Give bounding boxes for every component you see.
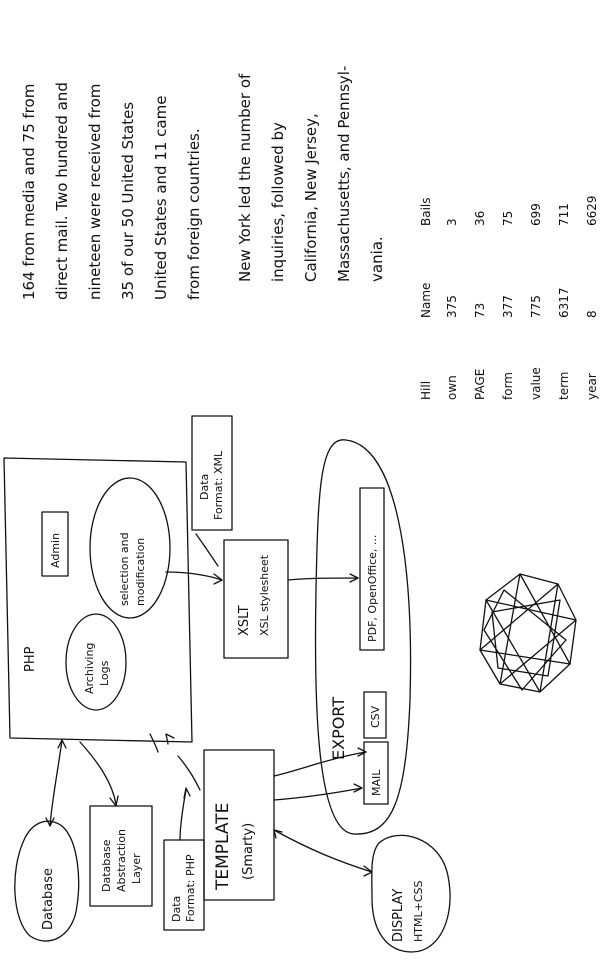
data-format-php-line-2: Format: PHP [184,854,197,922]
svg-text:164 from media and 75 from: 164 from media and 75 from direct mail. … [20,77,203,300]
export-label: EXPORT [329,697,348,760]
svg-text:Database Abstraction: Database Abstraction Layer [100,826,143,892]
selection-label-line-1: selection and [118,532,131,606]
dal-label-line-2: Abstraction [115,829,128,892]
table-cell-5-1: 8 [585,310,599,318]
csv-label: CSV [369,705,382,728]
svg-text:XSLT XSL stylesheet: XSLT XSL stylesheet [237,554,271,636]
scribble-doodle [479,573,577,693]
svg-text:DISPLAY HTML+CSS: DISPLAY HTML+CSS [391,881,425,942]
dal-label-line-3: Layer [130,853,143,884]
php-region [3,457,193,743]
display-label-line-2: HTML+CSS [412,881,425,942]
table-cell-2-2: 75 [501,211,515,226]
data-format-xml-line-2: Format: XML [212,450,225,520]
table-header-0: Hill [419,381,433,400]
table-cell-3-2: 699 [529,203,543,226]
pdf-box: PDF, OpenOffice, ... [359,487,385,651]
svg-text:TEMPLATE (Smarty): TEMPLATE (Smarty) [213,799,256,891]
display-label-line-1: DISPLAY [391,889,406,942]
template-label-line-1: TEMPLATE [213,803,233,891]
table-cell-4-2: 711 [557,203,571,226]
template-label-line-2: (Smarty) [241,823,256,880]
selection-label-line-2: modification [134,538,147,606]
dal-label-line-1: Database [100,839,113,892]
note1-line-3: nineteen were received from [86,84,104,300]
note1-line-4: 35 of our 50 United States [119,102,137,300]
data-format-php-line-1: Data [170,896,183,922]
table-cell-5-0: year [585,373,599,400]
database-label: Database [41,868,56,930]
data-format-xml-line-1: Data [198,474,211,500]
svg-text:selection and modificati: selection and modification [118,529,147,606]
table-cell-1-0: PAGE [473,369,487,400]
table-cell-4-0: term [557,372,571,401]
pdf-label: PDF, OpenOffice, ... [366,535,379,642]
archiving-label-line-1: Archiving [83,643,96,694]
note2-line-4: Massachusetts, and Pennsyl- [335,66,353,282]
php-label: PHP [23,646,38,672]
csv-box: CSV [363,691,387,739]
note2-line-1: New York led the number of [236,73,254,282]
admin-box: Admin [41,511,69,577]
table-cell-0-0: own [445,375,459,400]
svg-text:Data Format: XML: Data Format: XML [198,450,225,520]
table-cell-3-1: 775 [529,295,543,318]
note2-line-5: vania. [368,236,386,282]
xslt-label-line-2: XSL stylesheet [258,554,271,636]
xslt-box: XSLT XSL stylesheet [223,539,289,659]
database-abstraction-layer-box: Database Abstraction Layer [89,805,153,907]
table-cell-1-2: 36 [473,211,487,226]
database-node: Database [14,820,80,942]
table-cell-0-2: 3 [445,218,459,226]
table-cell-4-1: 6317 [557,287,571,318]
note2-line-3: California, New Jersey, [302,113,320,282]
table-header-2: Bails [419,197,433,226]
xslt-label-line-1: XSLT [237,605,252,636]
table-header-1: Name [419,283,433,318]
table-cell-2-0: form [501,372,515,400]
note1-line-5: United States and 11 came [152,96,170,300]
table-cell-2-1: 377 [501,295,515,318]
display-node: DISPLAY HTML+CSS [371,834,451,953]
table-cell-0-1: 375 [445,295,459,318]
archiving-logs-node: Archiving Logs [65,613,127,711]
data-format-php-box: Data Format: PHP [163,839,205,931]
data-format-xml-box: Data Format: XML [191,415,233,531]
table-cell-3-0: value [529,367,543,400]
template-box: TEMPLATE (Smarty) [203,749,275,901]
notes-paragraph-2: New York led the number of inquiries, fo… [236,61,386,282]
note1-line-2: direct mail. Two hundred and [53,82,71,300]
mail-box: MAIL [363,741,389,805]
selection-modification-node: selection and modification [89,477,171,619]
svg-text:Data Format: PHP: Data Format: PHP [170,854,197,922]
table-cell-1-1: 73 [473,303,487,318]
svg-text:New York led the number of: New York led the number of inquiries, fo… [236,61,386,282]
note1-line-6: from foreign countries. [185,128,203,300]
note2-line-2: inquiries, followed by [269,122,287,282]
notes-paragraph-1: 164 from media and 75 from direct mail. … [20,77,203,300]
svg-text:Archiving Logs: Archiving Logs [83,639,111,694]
archiving-label-line-2: Logs [98,660,111,686]
mail-label: MAIL [370,769,383,796]
connectors [45,533,373,877]
export-region: EXPORT [314,439,412,835]
admin-label: Admin [49,533,62,568]
table-cell-5-2: 6629 [585,195,599,226]
note1-line-1: 164 from media and 75 from [20,84,38,300]
